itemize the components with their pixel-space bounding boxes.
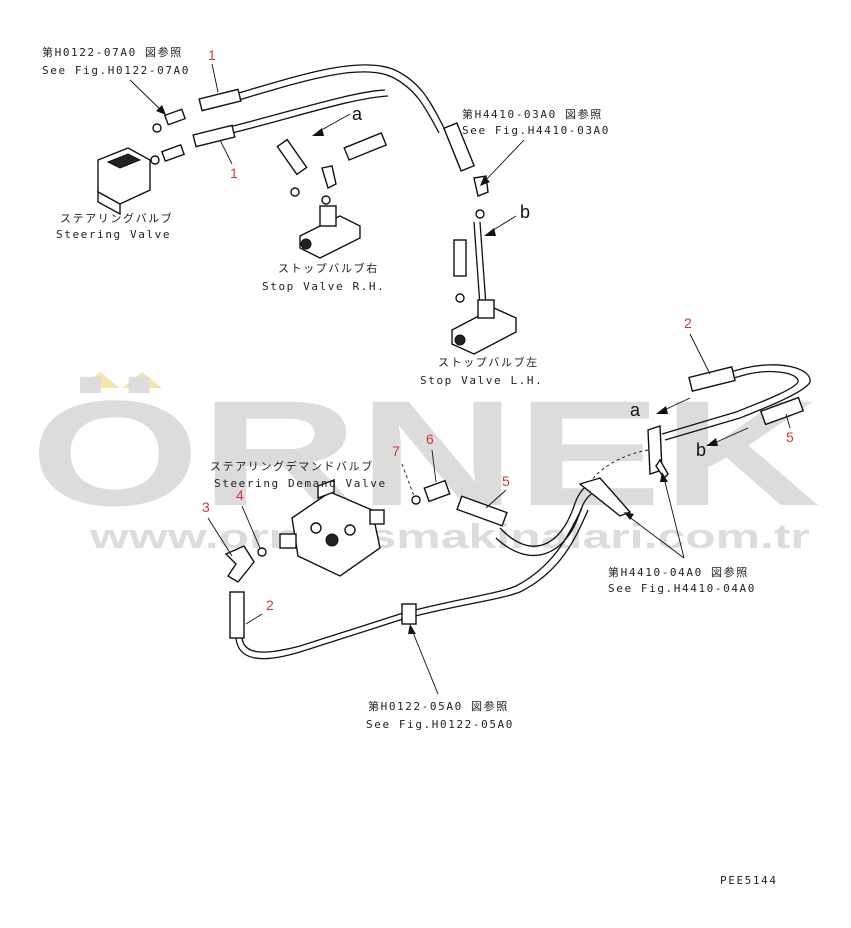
steering-valve-group	[97, 64, 446, 216]
callout-2-right: 2	[684, 315, 692, 331]
stop-valve-rh-group	[276, 132, 388, 259]
label-steering-valve-jp: ステアリングバルブ	[60, 211, 173, 225]
label-stop-valve-lh-en: Stop Valve L.H.	[420, 374, 543, 387]
stop-valve-lh-group	[442, 122, 517, 355]
ref-h0122-07a0-jp: 第H0122-07A0 図参照	[42, 45, 183, 59]
callout-2-left: 2	[266, 597, 274, 613]
callout-5-center: 5	[502, 473, 510, 489]
ref-h0122-05a0-jp: 第H0122-05A0 図参照	[368, 699, 509, 713]
ref-h0122-05a0-en: See Fig.H0122-05A0	[366, 718, 514, 731]
callout-1-upper: 1	[208, 47, 216, 63]
right-hose-group	[584, 364, 811, 491]
watermark-accent-left	[80, 372, 120, 388]
drawing-code: PEE5144	[720, 874, 778, 887]
letter-b-right: b	[696, 440, 706, 460]
label-stop-valve-lh-jp: ストップバルブ左	[438, 355, 539, 369]
callout-3: 3	[202, 499, 210, 515]
ref-h4410-04a0-jp: 第H4410-04A0 図参照	[608, 565, 749, 579]
label-steering-valve-en: Steering Valve	[56, 228, 171, 241]
callout-1-lower: 1	[230, 165, 238, 181]
steering-demand-valve-group	[224, 463, 632, 660]
label-steering-demand-valve-en: Steering Demand Valve	[214, 477, 387, 490]
ref-h4410-03a0-en: See Fig.H4410-03A0	[462, 124, 610, 137]
callout-7: 7	[392, 443, 400, 459]
label-stop-valve-rh-en: Stop Valve R.H.	[262, 280, 385, 293]
watermark: ÖRNEK www.ornekismakinalari.com.tr	[30, 369, 820, 556]
label-steering-demand-valve-jp: ステアリングデマンドバルブ	[210, 459, 374, 473]
letter-a-top: a	[352, 104, 363, 124]
watermark-url: www.ornekismakinalari.com.tr	[89, 518, 810, 556]
letter-b-top: b	[520, 202, 530, 222]
watermark-brand: ÖRNEK	[30, 369, 820, 537]
letter-a-right: a	[630, 400, 641, 420]
ref-h4410-03a0-jp: 第H4410-03A0 図参照	[462, 107, 603, 121]
callout-5-right: 5	[786, 429, 794, 445]
callout-6: 6	[426, 431, 434, 447]
ref-h4410-04a0-en: See Fig.H4410-04A0	[608, 582, 756, 595]
callout-4: 4	[236, 487, 244, 503]
label-stop-valve-rh-jp: ストップバルブ右	[278, 261, 379, 275]
watermark-accent-right	[122, 372, 162, 388]
ref-h0122-07a0-en: See Fig.H0122-07A0	[42, 64, 190, 77]
